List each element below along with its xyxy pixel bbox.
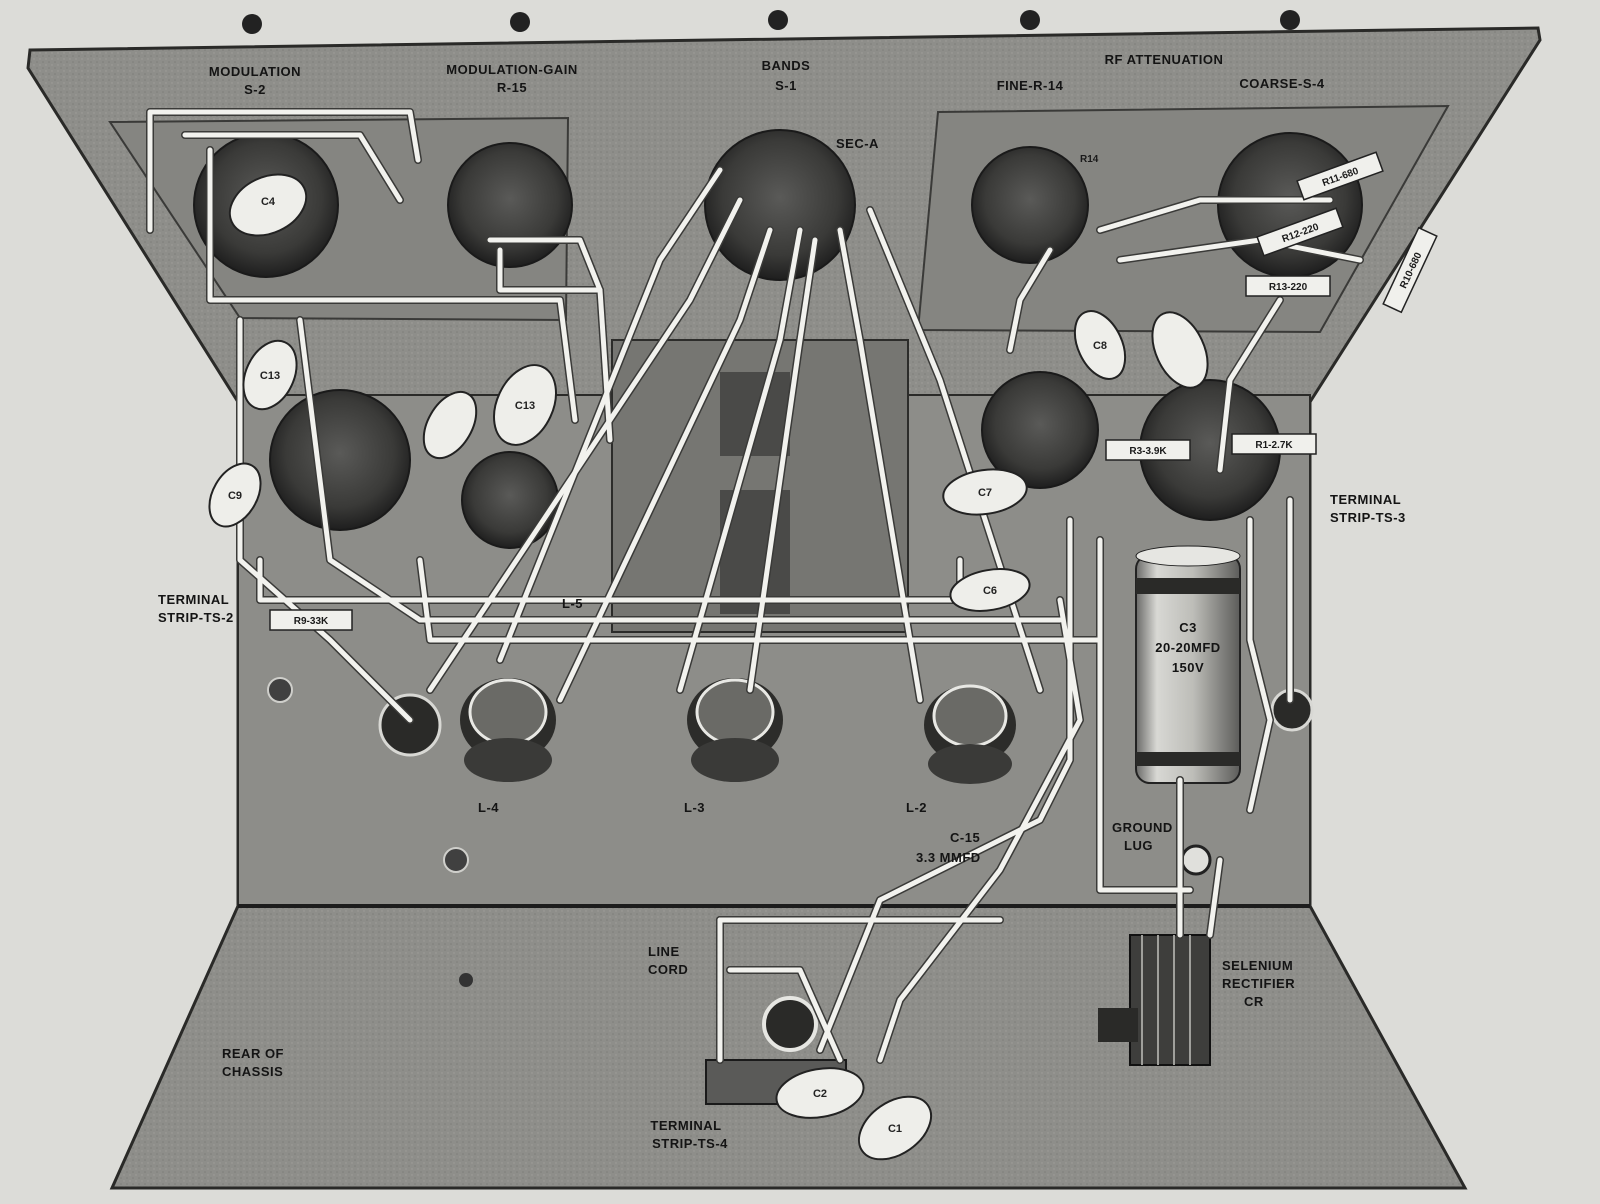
label-terminal-strip-ts3-2: STRIP-TS-3: [1330, 510, 1406, 525]
svg-text:R1-2.7K: R1-2.7K: [1255, 440, 1293, 451]
label-coil-l3: L-3: [684, 800, 705, 815]
label-c3-2: 20-20MFD: [1155, 640, 1220, 655]
label-line-cord-1: LINE: [648, 944, 680, 959]
label-terminal-strip-ts3-1: TERMINAL: [1330, 492, 1401, 507]
r14-tag: R14: [1080, 154, 1099, 165]
coil-l2: [924, 684, 1016, 784]
coil-l4: [460, 678, 556, 782]
bands-switch-s1: [704, 129, 856, 281]
label-modulation-gain: MODULATION-GAIN: [446, 62, 577, 77]
coil-l3: [687, 678, 783, 782]
svg-text:C6: C6: [983, 585, 997, 597]
label-selenium-3: CR: [1244, 994, 1264, 1009]
label-fine: FINE-R-14: [997, 78, 1064, 93]
svg-text:C7: C7: [978, 487, 992, 499]
capacitor-c7: C7: [942, 468, 1028, 516]
label-coil-l4: L-4: [478, 800, 499, 815]
label-c3-3: 150V: [1172, 660, 1204, 675]
resistor-tags: R9-33K R3-3.9K R1-2.7K R11-680 R12-220 R…: [269, 151, 1438, 631]
capacitor-c6: C6: [949, 568, 1031, 612]
label-coil-l2: L-2: [906, 800, 927, 815]
screw-left-2: [443, 847, 469, 873]
label-c3-1: C3: [1179, 620, 1197, 635]
resistor-r11: R11-680: [1296, 151, 1384, 201]
label-rear-2: CHASSIS: [222, 1064, 283, 1079]
rear-screw: [459, 973, 473, 987]
resistor-r12: R12-220: [1256, 207, 1344, 257]
label-coarse: COARSE-S-4: [1239, 76, 1324, 91]
label-modulation: MODULATION: [209, 64, 301, 79]
capacitor-c2: C2: [775, 1067, 865, 1119]
label-terminal-strip-ts2-2: STRIP-TS-2: [158, 610, 234, 625]
label-terminal-strip-ts4-2: STRIP-TS-4: [652, 1136, 728, 1151]
svg-text:C13: C13: [515, 400, 535, 412]
capacitor-near-r15: [422, 390, 478, 460]
disc-capacitors: C4 C13 C13 C9 C7 C6 C8: [208, 173, 1209, 1161]
label-line-cord-2: CORD: [648, 962, 688, 977]
capacitor-c13: C13: [493, 364, 557, 446]
svg-text:C8: C8: [1093, 340, 1107, 352]
tube-socket-center: [461, 451, 559, 549]
label-modulation-ref: S-2: [244, 82, 266, 97]
tube-socket-left: [269, 389, 411, 531]
selenium-rectifier: [1098, 934, 1211, 1066]
svg-text:C9: C9: [228, 490, 242, 502]
label-sec-a: SEC-A: [836, 136, 879, 151]
svg-text:C4: C4: [261, 196, 276, 208]
label-bands: BANDS: [762, 58, 811, 73]
svg-text:C1: C1: [888, 1123, 902, 1135]
resistor-r1: R1-2.7K: [1231, 433, 1317, 455]
capacitor-c3: [1135, 545, 1241, 784]
label-selenium-2: RECTIFIER: [1222, 976, 1295, 991]
label-terminal-strip-ts4-1: TERMINAL: [650, 1118, 721, 1133]
capacitor-c13-left: C13: [242, 339, 298, 411]
resistor-r13: R13-220: [1245, 275, 1331, 297]
label-rear-1: REAR OF: [222, 1046, 284, 1061]
tube-socket-mid-right: [981, 371, 1099, 489]
label-coil-l5: L-5: [562, 596, 583, 611]
label-ground-lug-2: LUG: [1124, 838, 1153, 853]
capacitor-c1: C1: [857, 1095, 933, 1161]
label-c15-2: 3.3 MMFD: [916, 850, 981, 865]
label-ground-lug-1: GROUND: [1112, 820, 1173, 835]
fine-attenuator-r14: [971, 146, 1089, 264]
svg-text:C2: C2: [813, 1088, 827, 1100]
resistor-r3: R3-3.9K: [1105, 439, 1191, 461]
label-rf-attenuation: RF ATTENUATION: [1105, 52, 1224, 67]
capacitor-near-c8: [1151, 311, 1209, 389]
screw-left-1: [267, 677, 293, 703]
svg-text:C13: C13: [260, 370, 280, 382]
svg-text:R9-33K: R9-33K: [294, 616, 329, 627]
annotation-labels: MODULATION S-2 MODULATION-GAIN R-15 BAND…: [158, 52, 1406, 1151]
modulation-gain-control-r15: [447, 142, 573, 268]
resistor-r9: R9-33K: [269, 609, 353, 631]
label-modulation-gain-ref: R-15: [497, 80, 527, 95]
capacitor-c9: C9: [208, 462, 262, 528]
svg-text:R13-220: R13-220: [1269, 282, 1308, 293]
capacitor-c8: C8: [1073, 310, 1127, 380]
label-terminal-strip-ts2-1: TERMINAL: [158, 592, 229, 607]
panel-knobs: [242, 10, 1300, 34]
svg-text:R3-3.9K: R3-3.9K: [1129, 446, 1167, 457]
capacitor-c4: C4: [228, 173, 308, 237]
label-bands-ref: S-1: [775, 78, 797, 93]
label-selenium-1: SELENIUM: [1222, 958, 1293, 973]
ground-lug: [1180, 844, 1212, 876]
label-c15-1: C-15: [950, 830, 980, 845]
